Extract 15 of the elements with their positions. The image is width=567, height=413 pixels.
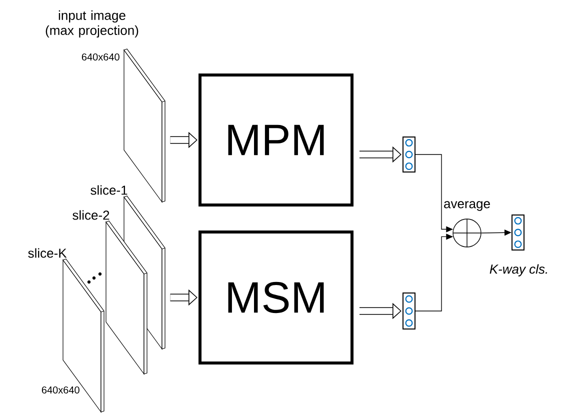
feature-vector bbox=[402, 292, 416, 330]
operation-label: average bbox=[444, 201, 490, 211]
module-box: MPM bbox=[198, 74, 354, 206]
slab-heading: slice-1 bbox=[90, 185, 128, 195]
slab-heading: input image (max projection) bbox=[46, 10, 138, 38]
size-label: 640x640 bbox=[42, 386, 80, 394]
slab-heading: slice-K bbox=[28, 248, 67, 258]
module-box: MSM bbox=[198, 230, 354, 364]
size-label: 640x640 bbox=[82, 53, 120, 61]
feature-vector bbox=[402, 136, 416, 172]
output-label: K-way cls. bbox=[490, 264, 548, 276]
feature-vector bbox=[512, 214, 524, 250]
image-slab bbox=[106, 220, 148, 375]
sum-circle bbox=[452, 218, 482, 248]
slab-heading: slice-2 bbox=[72, 210, 110, 220]
